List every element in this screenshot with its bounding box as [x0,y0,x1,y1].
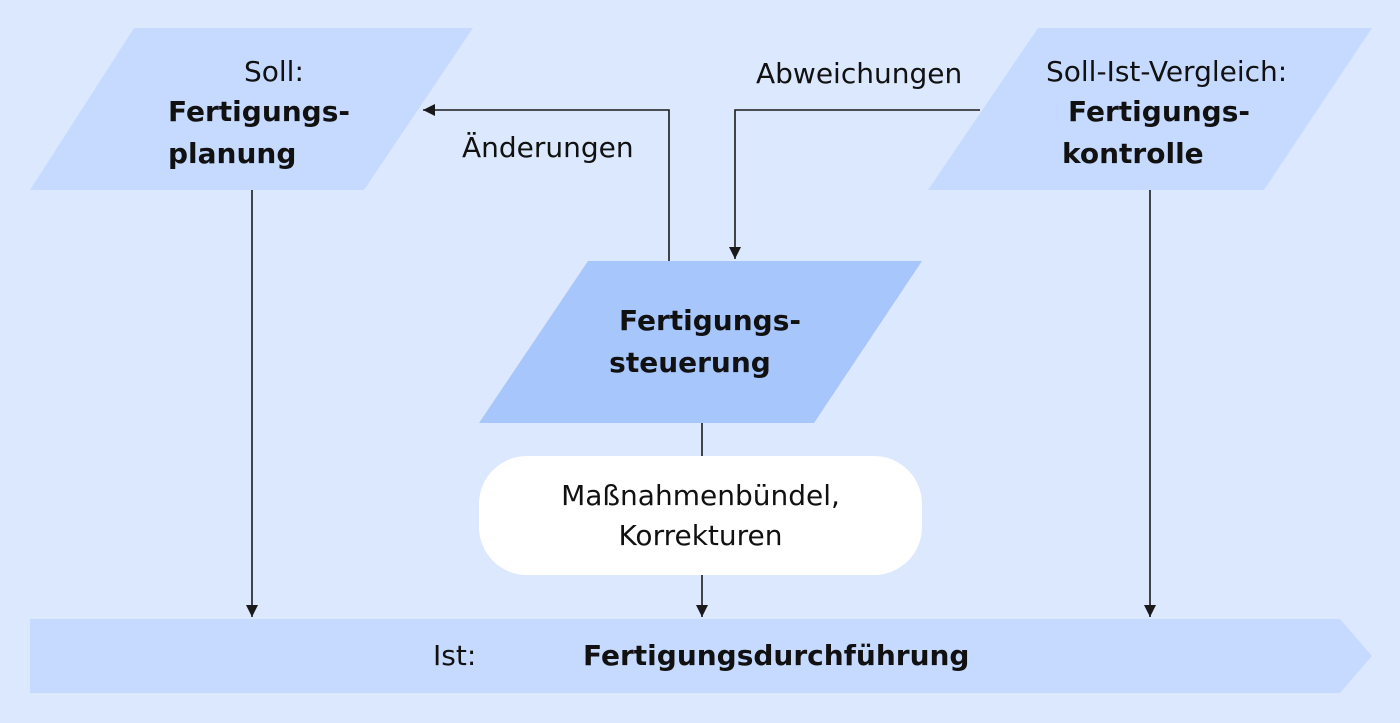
steering-title-line1: Fertigungs- [618,304,801,337]
execution-prefix-label: Ist: [433,639,477,672]
measures-label-line1: Maßnahmenbündel, [561,479,840,512]
control-title-line1: Fertigungs- [1068,95,1251,128]
changes-edge-label: Änderungen [462,131,634,164]
deviations-arrow [729,109,980,259]
measures-box [479,456,922,575]
steering-shape [479,261,922,423]
planning-title-line1: Fertigungs- [168,95,351,128]
planning-prefix-label: Soll: [244,55,304,88]
planning-title-line2: planung [168,137,297,170]
execution-title-label: Fertigungsdurchführung [583,639,970,672]
execution-shape [30,619,1372,693]
steering-title-line2: steuerung [609,346,771,379]
control-shape [928,28,1372,190]
control-title-line2: kontrolle [1062,137,1204,170]
measures-label-line2: Korrekturen [618,519,783,552]
planning-shape [30,28,473,190]
control-prefix-label: Soll-Ist-Vergleich: [1046,55,1288,88]
changes-arrow [423,104,670,261]
deviations-edge-label: Abweichungen [756,57,963,90]
